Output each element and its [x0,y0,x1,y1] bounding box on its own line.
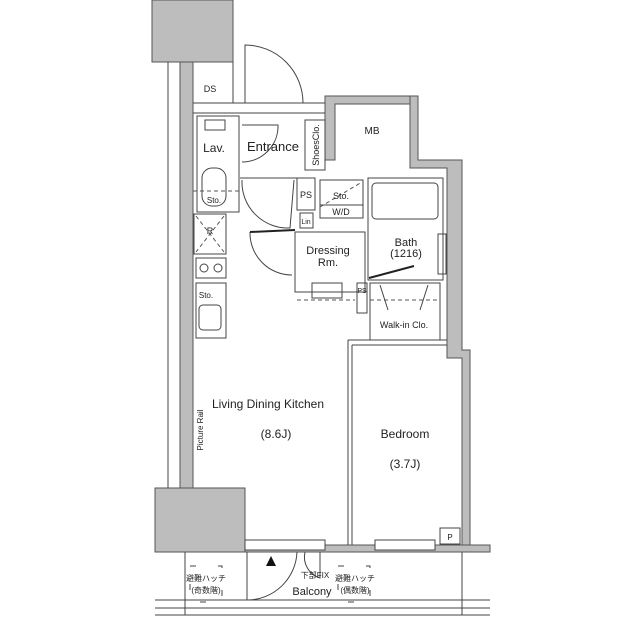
label-ps-upper: PS [300,190,312,200]
label-lin: Lin [301,219,310,226]
wall-right [409,95,471,546]
hatch-even [337,565,371,603]
label-kitchen-sto: Sto. [199,291,213,300]
label-dressing-rm: Rm. [318,257,338,269]
label-fridge: R [207,226,214,236]
p-box [439,527,461,545]
label-ps-lower: PS [357,288,367,295]
column-bottom [154,487,246,553]
dressing-sink [311,282,343,299]
ps-lower-box [356,282,368,314]
burner-icon [199,263,209,273]
bath-shelf [437,233,447,275]
label-balcony: Balcony [292,586,332,598]
label-hatch-odd: 避難ハッチ [186,573,226,583]
wall-left [179,61,194,491]
dash-line [195,215,225,253]
label-hatch-odd-floor: (奇数階) [191,585,221,595]
dressing-door[interactable] [249,231,293,276]
label-picture-rail: Picture Rail [196,409,205,450]
linen-closet[interactable] [299,212,314,229]
triangle-mark-icon [266,556,276,566]
label-dressing: Dressing [306,245,349,257]
label-p: P [447,533,452,542]
door-leaf [249,229,296,233]
label-ds: DS [204,84,217,94]
kitchen-counter [195,282,227,339]
ps-upper-box [296,177,316,211]
burner-icon [213,263,223,273]
label-mb: MB [365,126,380,137]
label-lav: Lav. [203,141,225,155]
label-fix-note: 下部FIX [301,570,330,580]
hanger-mark [379,284,389,311]
dressing-room [294,231,366,293]
lav-room [196,115,240,213]
stove [195,257,227,279]
ldk-window[interactable] [244,539,326,551]
label-bath-size: (1216) [390,248,422,260]
label-bedroom: Bedroom [381,427,430,441]
bath-door[interactable] [368,265,415,279]
label-lav-sto: Sto. [207,196,221,205]
kitchen-sink [198,304,222,331]
fridge-space [193,213,227,255]
dash-line [319,181,363,208]
fix-door [303,551,321,579]
label-bedroom-size: (3.7J) [390,457,421,471]
ldk-door[interactable] [241,179,295,229]
lav-door[interactable] [241,124,279,163]
label-shoes-clo: ShoesClo. [311,124,321,166]
label-sto-wd: Sto. [333,191,349,201]
bathtub [371,182,439,220]
label-hatch-even: 避難ハッチ [335,573,375,583]
label-hatch-even-floor: (偶数階) [340,585,370,595]
hanger-mark [419,284,429,311]
column-top [151,0,234,63]
bath-room [367,177,444,281]
label-walkin: Walk-in Clo. [380,320,428,330]
label-ldk-size: (8.6J) [261,427,292,441]
hatch-odd [189,565,223,603]
label-ldk: Living Dining Kitchen [212,397,324,411]
bedroom-window[interactable] [374,539,436,551]
shoes-closet[interactable] [304,119,326,171]
walkin-closet[interactable] [369,282,441,341]
label-entrance: Entrance [247,139,299,154]
entry-door[interactable] [244,44,304,104]
toilet [201,167,227,207]
washer-space [319,179,364,219]
label-bath: Bath [395,237,418,249]
lav-sink [204,119,226,131]
label-wd: W/D [332,207,350,217]
